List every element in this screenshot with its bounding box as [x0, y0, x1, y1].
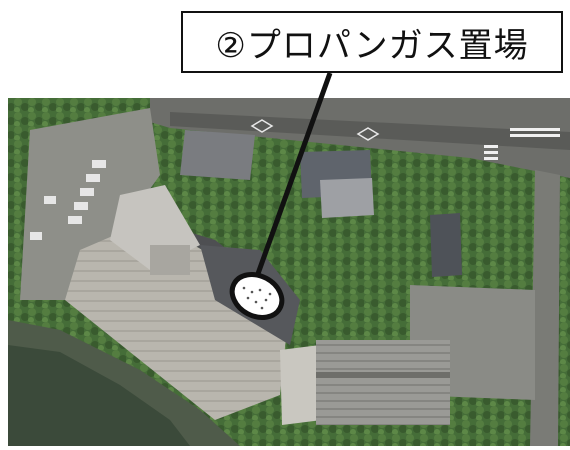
callout-label: ②プロパンガス置場: [215, 25, 529, 66]
annex: [280, 345, 322, 425]
building-small: [320, 178, 374, 218]
side-road: [530, 170, 560, 446]
large-shed: [316, 340, 450, 425]
river-water: [8, 345, 190, 446]
building-small: [430, 213, 462, 277]
road-marking-diamond: [356, 127, 380, 141]
rooftop-unit: [150, 245, 190, 275]
road-lane: [170, 112, 570, 150]
road-marking-diamond: [250, 119, 274, 133]
left-parking: [20, 108, 160, 300]
callout-box: ②プロパンガス置場: [181, 11, 563, 73]
shed-ridge: [316, 372, 450, 378]
building-small: [180, 130, 255, 180]
storage-location-oval-icon: [229, 272, 285, 320]
parked-cars: [30, 160, 106, 240]
crosswalk: [484, 128, 560, 160]
leader-line: [252, 72, 333, 283]
